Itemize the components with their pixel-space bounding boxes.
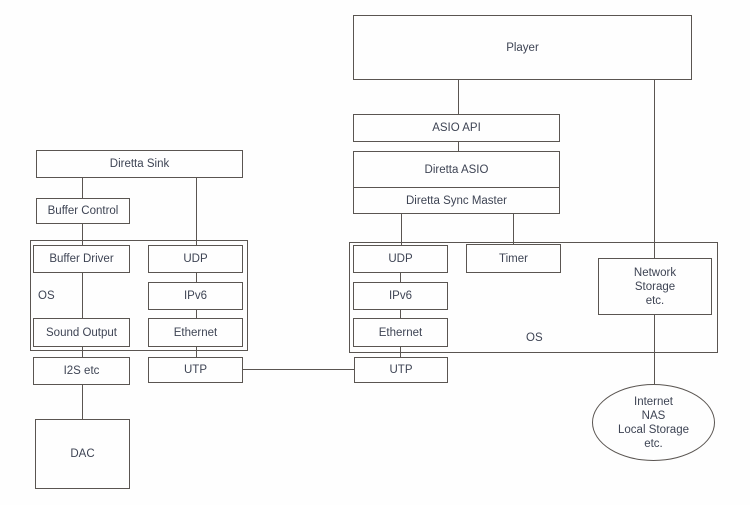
box-network-storage: Network Storage etc. — [598, 258, 712, 315]
connector-ipv6-ethernet-left — [196, 310, 197, 318]
box-ipv6-right: IPv6 — [353, 282, 448, 310]
group-sink-os — [30, 240, 248, 351]
box-asio-api: ASIO API — [353, 114, 560, 142]
box-diretta-asio: Diretta ASIO — [353, 151, 560, 188]
box-utp-left: UTP — [148, 357, 243, 383]
box-udp-right: UDP — [353, 245, 448, 273]
box-utp-right: UTP — [354, 357, 448, 383]
box-diretta-sync-master: Diretta Sync Master — [353, 187, 560, 214]
box-udp-left: UDP — [148, 245, 243, 273]
connector-asio-api-diretta-asio — [458, 142, 459, 151]
box-timer: Timer — [466, 244, 561, 273]
connector-network-storage-cloud — [654, 315, 655, 384]
connector-udp-ipv6-right — [400, 273, 401, 282]
group-player-os — [349, 242, 718, 353]
connector-sync-master-udp — [401, 214, 402, 245]
connector-sink-udp — [196, 177, 197, 245]
connector-player-network-storage — [654, 80, 655, 258]
box-ipv6-left: IPv6 — [148, 282, 243, 310]
label-os-right: OS — [526, 332, 543, 344]
box-diretta-sink: Diretta Sink — [36, 150, 243, 178]
connector-sync-master-timer — [513, 214, 514, 244]
box-i2s-etc: I2S etc — [33, 357, 130, 385]
label-os-left: OS — [38, 290, 55, 302]
connector-sink-buffer-control — [82, 177, 83, 198]
box-ethernet-left: Ethernet — [148, 318, 243, 347]
connector-ethernet-utp-left — [196, 347, 197, 357]
ellipse-internet-nas-storage: Internet NAS Local Storage etc. — [592, 384, 715, 461]
connector-buffer-driver-sound-output — [82, 273, 83, 318]
connector-buffer-control-buffer-driver — [82, 223, 83, 245]
connector-ipv6-ethernet-right — [400, 310, 401, 318]
box-player: Player — [353, 15, 692, 80]
connector-player-asio-api — [458, 80, 459, 114]
box-dac: DAC — [35, 419, 130, 489]
box-buffer-driver: Buffer Driver — [33, 245, 130, 273]
box-sound-output: Sound Output — [33, 318, 130, 347]
connector-udp-ipv6-left — [196, 273, 197, 282]
box-buffer-control: Buffer Control — [36, 198, 130, 224]
connector-i2s-dac — [82, 385, 83, 419]
box-ethernet-right: Ethernet — [353, 318, 448, 347]
connector-sound-output-i2s — [82, 347, 83, 357]
connector-utp-utp — [243, 369, 354, 370]
